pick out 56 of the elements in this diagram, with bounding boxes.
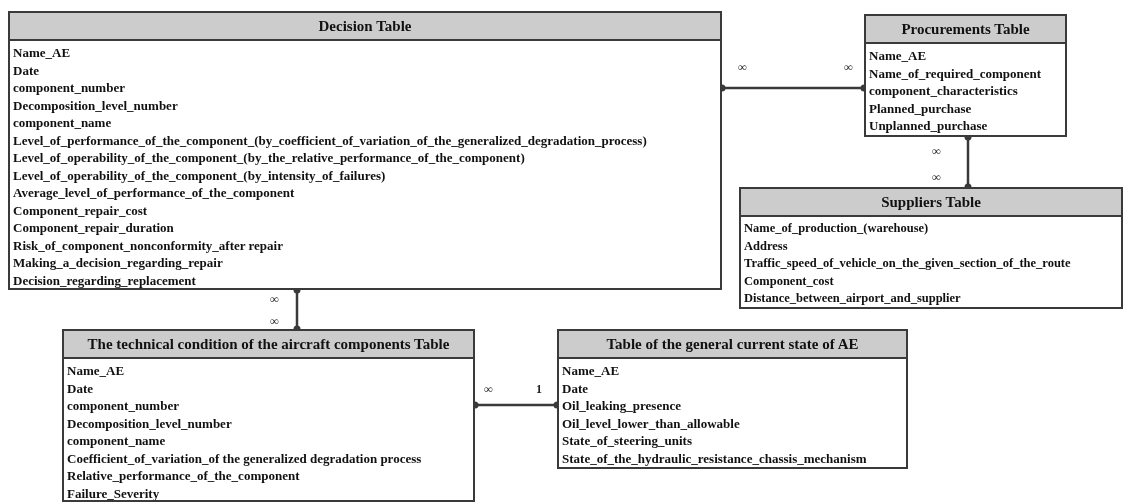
- field-name: Traffic_speed_of_vehicle_on_the_given_section_of_the_route: [744, 255, 1071, 272]
- field-name: Making_a_decision_regarding_repair: [13, 254, 223, 272]
- field-name: Failure_Severity: [67, 484, 160, 500]
- field-name: Oil_leaking_presence: [562, 397, 681, 415]
- field-name: Level_of_operability_of_the_component_(by_the_relative_performance_of_the_component): [13, 149, 525, 167]
- field-name: Distance_between_airport_and_supplier: [744, 290, 961, 307]
- field-name: Address: [744, 237, 788, 255]
- field-name: Planned_purchase: [869, 99, 972, 117]
- field-name: component_characteristics: [869, 82, 1018, 100]
- field-name: Decomposition_level_number: [13, 96, 178, 114]
- field-name: Name_of_required_component: [869, 64, 1042, 82]
- cardinality-label: ∞: [270, 314, 279, 328]
- table-box: [864, 14, 1067, 137]
- field-name: Oil_level_lower_than_allowable: [562, 414, 740, 432]
- field-name: State_of_the_hydraulic_resistance_chassis_mechanism: [562, 449, 867, 467]
- field-name: Decision_regarding_replacement: [13, 271, 196, 288]
- field-name: component_name: [13, 114, 112, 132]
- table-box: [8, 11, 722, 290]
- table-header: Table of the general current state of AE: [559, 331, 906, 359]
- table-header: Decision Table: [10, 13, 720, 41]
- field-name: Level_of_operability_of_the_component_(by_intensity_of_failures): [13, 166, 386, 184]
- field-name: Component_repair_cost: [13, 201, 148, 219]
- field-name: Name_AE: [869, 47, 927, 65]
- field-name: Component_repair_duration: [13, 219, 174, 237]
- field-name: component_number: [67, 397, 179, 415]
- field-name: State_of_steering_units: [562, 432, 692, 450]
- field-name: component_number: [13, 79, 125, 97]
- field-name: Unplanned_purchase: [869, 117, 988, 135]
- cardinality-label: ∞: [738, 60, 747, 74]
- field-name: Date: [13, 61, 39, 79]
- cardinality-label: 1: [536, 382, 542, 396]
- table-header: The technical condition of the aircraft components Table: [64, 331, 473, 359]
- field-name: Level_of_performance_of_the_component_(by_coefficient_of_variation_of_the_generalized_degradation_process): [13, 131, 647, 149]
- field-name: Name_of_production_(warehouse): [744, 220, 929, 237]
- field-name: Name_AE: [67, 362, 125, 380]
- cardinality-label: ∞: [484, 382, 493, 396]
- table-box: [739, 187, 1123, 309]
- field-name: Component_cost: [744, 272, 834, 290]
- table-box: [62, 329, 475, 502]
- cardinality-label: ∞: [932, 144, 941, 158]
- field-name: Decomposition_level_number: [67, 414, 232, 432]
- field-name: Relative_performance_of_the_component: [67, 467, 300, 485]
- field-name: Coefficient_of_variation_of the generalized degradation process: [67, 449, 422, 467]
- field-name: Average_level_of_performance_of_the_component: [13, 184, 295, 202]
- field-name: component_name: [67, 432, 166, 450]
- field-name: Date: [67, 379, 93, 397]
- field-name: Date: [562, 379, 588, 397]
- cardinality-label: ∞: [270, 292, 279, 306]
- cardinality-label: ∞: [844, 60, 853, 74]
- field-name: Risk_of_component_nonconformity_after repair: [13, 236, 283, 254]
- field-name: Name_AE: [562, 362, 620, 380]
- cardinality-label: ∞: [932, 170, 941, 184]
- table-header: Procurements Table: [866, 16, 1065, 44]
- table-box: [557, 329, 908, 469]
- field-name: Name_AE: [13, 44, 71, 62]
- table-header: Suppliers Table: [741, 189, 1121, 217]
